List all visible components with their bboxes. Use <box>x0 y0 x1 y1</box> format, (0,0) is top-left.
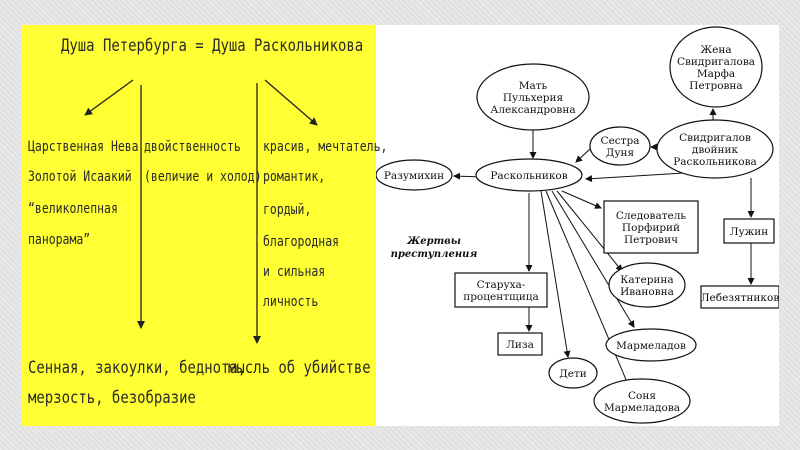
node-marmel <box>605 328 697 362</box>
col3-line-6: личность <box>263 294 319 310</box>
node-sister-label-2: Дуня <box>606 147 635 159</box>
arrow-right-diagonal <box>264 79 318 126</box>
node-wife-label-1: Жена <box>700 44 731 56</box>
arrow-left-diagonal <box>84 79 134 116</box>
node-wife <box>669 26 763 108</box>
panel-title: Душа Петербурга = Душа Раскольникова <box>61 36 364 56</box>
node-marmel-label-1: Мармеладов <box>616 340 686 352</box>
node-sonya-label-2: Мармеладова <box>604 402 680 414</box>
col3-line-3: гордый, <box>263 202 312 218</box>
node-porfiry <box>603 200 699 254</box>
edge-arrow-2 <box>575 148 591 163</box>
caption-line-2: преступления <box>391 249 478 260</box>
caption-line-1: Жертвы <box>406 236 461 247</box>
bottom-left-line-1: Сенная, закоулки, беднота, <box>28 358 247 378</box>
col3-line-2: романтик, <box>263 169 326 185</box>
node-katerina <box>608 262 686 308</box>
col1-line-2: Золотой Исаакий <box>28 169 132 185</box>
node-liza <box>497 332 543 356</box>
node-porfiry-label-1: Следователь <box>616 210 687 222</box>
node-rask-label-1: Раскольников <box>490 170 567 182</box>
edge-arrow-11 <box>540 190 571 358</box>
node-sister <box>589 126 651 166</box>
node-lebez-label-1: Лебезятников <box>701 292 779 304</box>
node-deti-label-1: Дети <box>559 368 587 380</box>
node-razum-label-1: Разумихин <box>384 170 444 182</box>
node-svid-label-1: Свидригалов <box>679 132 751 144</box>
node-wife-label-4: Петровна <box>689 80 742 92</box>
yellow-panel: Душа Петербурга = Душа Раскольникова Цар… <box>21 25 387 426</box>
node-katerina-label-1: Катерина <box>620 274 673 286</box>
node-sonya <box>593 378 691 424</box>
node-razum <box>376 159 453 191</box>
node-starukha-label-2: процентщица <box>463 291 539 303</box>
node-starukha-label-1: Старуха- <box>477 279 526 291</box>
node-mother-label-2: Пульхерия <box>503 92 564 104</box>
node-starukha <box>454 272 548 308</box>
col1-line-1: Царственная Нева <box>28 139 139 155</box>
node-wife-label-3: Марфа <box>697 68 735 80</box>
edge-arrow-15 <box>561 190 602 209</box>
node-svid <box>656 119 774 179</box>
node-svid-label-3: Раскольникова <box>673 156 757 168</box>
slide: Душа Петербурга = Душа Раскольникова Цар… <box>21 25 779 426</box>
node-rask <box>475 158 583 192</box>
node-deti <box>548 357 598 389</box>
node-mother <box>476 63 590 131</box>
node-mother-label-1: Мать <box>519 80 548 92</box>
node-liza-label-1: Лиза <box>506 339 534 351</box>
node-luzhin <box>723 218 775 244</box>
bottom-right-text: мысль об убийстве <box>228 358 371 378</box>
col2-line-1: двойственность <box>144 139 241 155</box>
node-porfiry-label-3: Петрович <box>624 234 678 246</box>
edge-arrow-13 <box>551 190 635 328</box>
edge-arrow-14 <box>556 190 623 272</box>
node-svid-label-2: двойник <box>692 144 739 156</box>
col3-line-5: и сильная <box>263 264 326 280</box>
node-porfiry-label-2: Порфирий <box>622 222 680 234</box>
col3-line-1: красив, мечтатель, <box>263 139 388 155</box>
node-mother-label-3: Александровна <box>490 104 575 116</box>
node-sonya-label-1: Соня <box>628 390 656 402</box>
node-lebez <box>700 285 779 309</box>
col1-line-4: панорама” <box>28 232 91 248</box>
edge-arrow-12 <box>545 190 631 390</box>
col3-line-4: благородная <box>263 234 340 250</box>
col1-line-3: “великолепная <box>28 201 118 217</box>
node-luzhin-label-1: Лужин <box>730 226 769 238</box>
node-wife-label-2: Свидригалова <box>677 56 755 68</box>
node-katerina-label-2: Ивановна <box>620 286 674 298</box>
col2-line-2: (величие и холод) <box>144 169 262 185</box>
edge-arrow-4 <box>585 172 685 183</box>
bottom-left-line-2: мерзость, безобразие <box>28 388 196 408</box>
node-sister-label-1: Сестра <box>601 135 640 147</box>
yellow-arrows <box>84 79 318 344</box>
